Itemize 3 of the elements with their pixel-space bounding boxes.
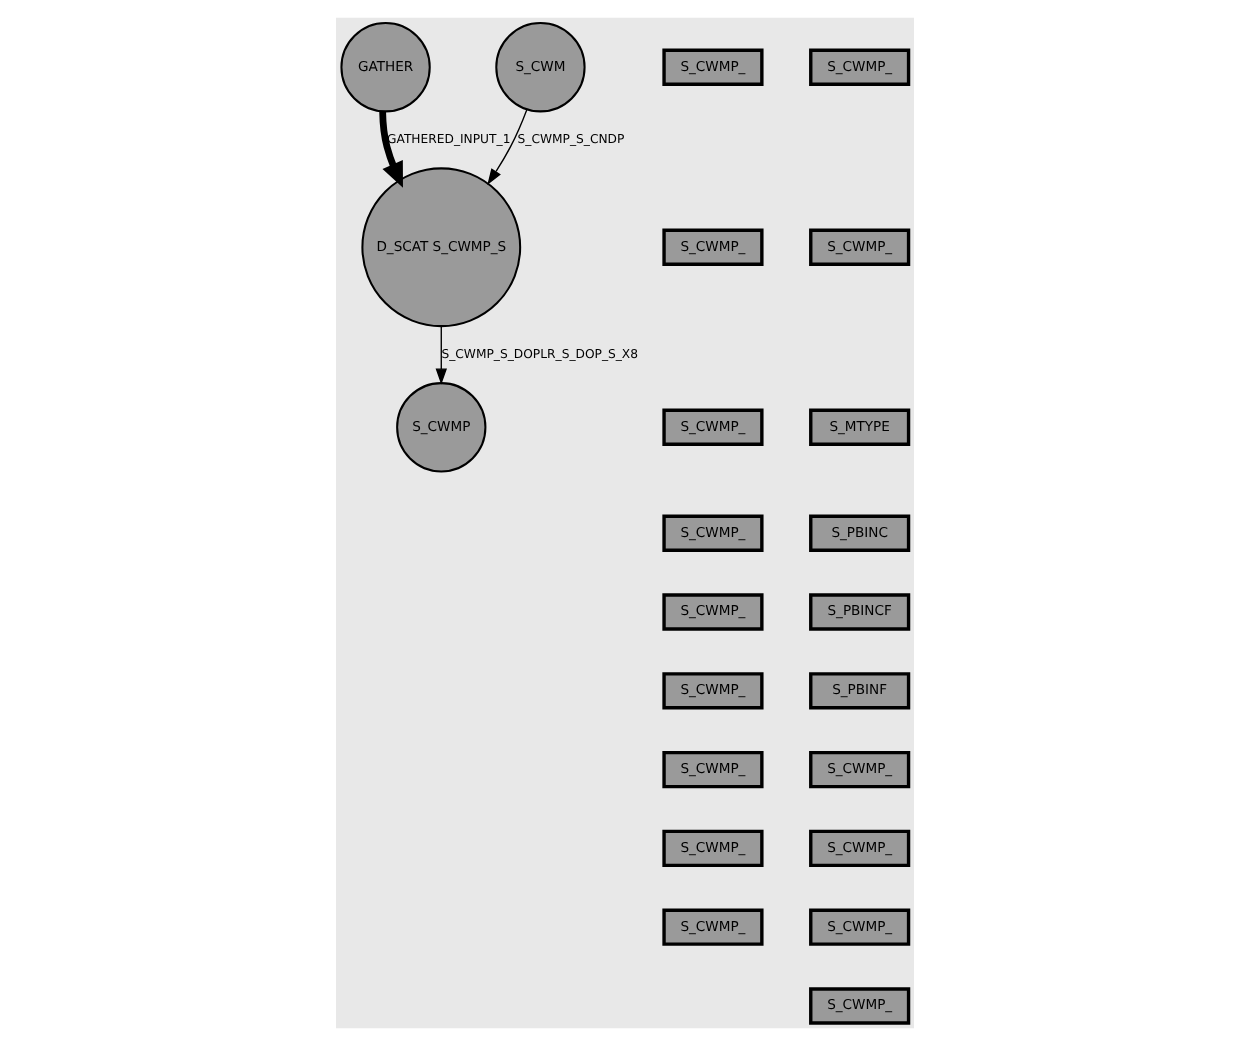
arrow [434,325,446,385]
arrow [486,108,527,186]
arrow [378,111,402,188]
